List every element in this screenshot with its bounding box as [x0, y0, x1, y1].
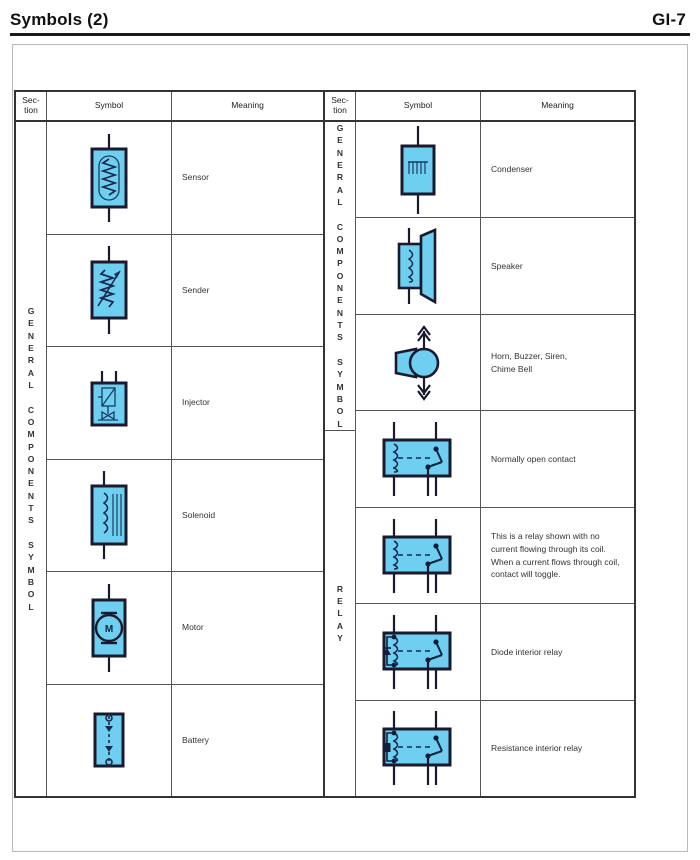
meaning-cell: Injector: [182, 397, 210, 408]
symbol-cell-sensor: [47, 122, 172, 234]
symbol-cell-relay-resistance: [356, 700, 481, 796]
table-body-right: G E N E R A L C O M P O N E N T S S Y M …: [325, 122, 634, 796]
battery-symbol: [93, 712, 125, 768]
table-row: Condenser: [356, 122, 634, 219]
table-body-left: G E N E R A L C O M P O N E N T S S Y M …: [16, 122, 323, 796]
speaker-symbol: [397, 228, 437, 305]
meaning-cell: Resistance interior relay: [491, 742, 583, 753]
symbol-cell-condenser: [356, 122, 481, 218]
table-row: Horn, Buzzer, Siren, Chime Bell: [356, 314, 634, 411]
symbol-cell-speaker: [356, 218, 481, 314]
column-header-meaning: Meaning: [541, 100, 574, 111]
table-row: M Motor: [47, 572, 323, 685]
symbol-cell-sender: [47, 234, 172, 346]
meaning-cell: Condenser: [491, 164, 533, 175]
table-row: This is a relay shown with no current fl…: [356, 507, 634, 605]
meaning-cell: Battery: [182, 734, 209, 745]
rows-left: Sensor Sender: [47, 122, 323, 796]
relay-normally-open-symbol: [382, 422, 452, 497]
meaning-cell: Motor: [182, 622, 204, 633]
sender-symbol: [90, 246, 128, 335]
column-header-symbol: Symbol: [47, 92, 172, 120]
horn-symbol: [394, 324, 440, 401]
symbol-cell-solenoid: [47, 459, 172, 571]
general-components-group: Condenser Speaker: [356, 122, 634, 412]
column-header-symbol: Symbol: [356, 92, 481, 120]
table-row: Speaker: [356, 218, 634, 315]
symbol-cell-relay-plain: [356, 507, 481, 604]
section-cell-general: G E N E R A L C O M P O N E N T S S Y M …: [325, 122, 355, 431]
column-header-meaning: Meaning: [231, 100, 264, 111]
motor-symbol: M: [91, 583, 127, 672]
column-header-section: Sec- tion: [325, 92, 356, 120]
table-row: Solenoid: [47, 459, 323, 572]
injector-symbol: [90, 370, 128, 427]
sensor-symbol: [90, 133, 128, 222]
condenser-symbol: [400, 125, 436, 214]
table-row: Injector: [47, 347, 323, 460]
table-right-half: Sec- tion Symbol Meaning G E N E R A L C…: [325, 92, 634, 796]
meaning-cell: Sender: [182, 284, 210, 295]
rows-right: Condenser Speaker: [356, 122, 634, 796]
section-column-right: G E N E R A L C O M P O N E N T S S Y M …: [325, 122, 356, 796]
meaning-cell: Normally open contact: [491, 453, 576, 464]
column-header-section: Sec- tion: [16, 92, 47, 120]
symbol-cell-battery: [47, 684, 172, 796]
meaning-cell: Solenoid: [182, 509, 216, 520]
relay-diode-symbol: [382, 614, 452, 689]
table-row: Sender: [47, 234, 323, 347]
table-row: Resistance interior relay: [356, 700, 634, 796]
svg-text:M: M: [105, 624, 113, 635]
meaning-cell: Diode interior relay: [491, 646, 563, 657]
symbol-cell-motor: M: [47, 572, 172, 684]
symbols-table: Sec- tion Symbol Meaning G E N E R A L C…: [14, 90, 636, 798]
table-row: Battery: [47, 684, 323, 796]
meaning-cell: This is a relay shown with no current fl…: [491, 531, 620, 580]
symbol-cell-injector: [47, 347, 172, 459]
page-header: Symbols (2) GI-7: [10, 6, 690, 36]
section-column-general-left: G E N E R A L C O M P O N E N T S S Y M …: [16, 122, 47, 796]
section-label-relay: R E L A Y: [336, 583, 344, 643]
meaning-cell: Sensor: [182, 172, 209, 183]
table-left-half: Sec- tion Symbol Meaning G E N E R A L C…: [16, 92, 325, 796]
section-label-general: G E N E R A L C O M P O N E N T S S Y M …: [27, 306, 35, 612]
relay-plain-symbol: [382, 518, 452, 593]
table-row: Diode interior relay: [356, 604, 634, 701]
symbol-cell-relay-normally-open: [356, 411, 481, 507]
meaning-cell: Speaker: [491, 260, 523, 271]
solenoid-symbol: [90, 471, 128, 560]
table-header-row-left: Sec- tion Symbol Meaning: [16, 92, 323, 122]
table-row: Normally open contact: [356, 411, 634, 508]
section-label-general-right: G E N E R A L C O M P O N E N T S S Y M …: [336, 123, 344, 429]
page-title: Symbols (2): [10, 9, 109, 29]
section-cell-relay: R E L A Y: [325, 431, 355, 796]
meaning-cell: Horn, Buzzer, Siren, Chime Bell: [491, 350, 568, 374]
symbol-cell-horn: [356, 314, 481, 411]
relay-group: Normally open contact: [356, 411, 634, 796]
page-number: GI-7: [652, 9, 686, 29]
symbol-cell-relay-diode: [356, 604, 481, 700]
table-header-row-right: Sec- tion Symbol Meaning: [325, 92, 634, 122]
table-row: Sensor: [47, 122, 323, 235]
relay-resistance-symbol: [382, 711, 452, 786]
